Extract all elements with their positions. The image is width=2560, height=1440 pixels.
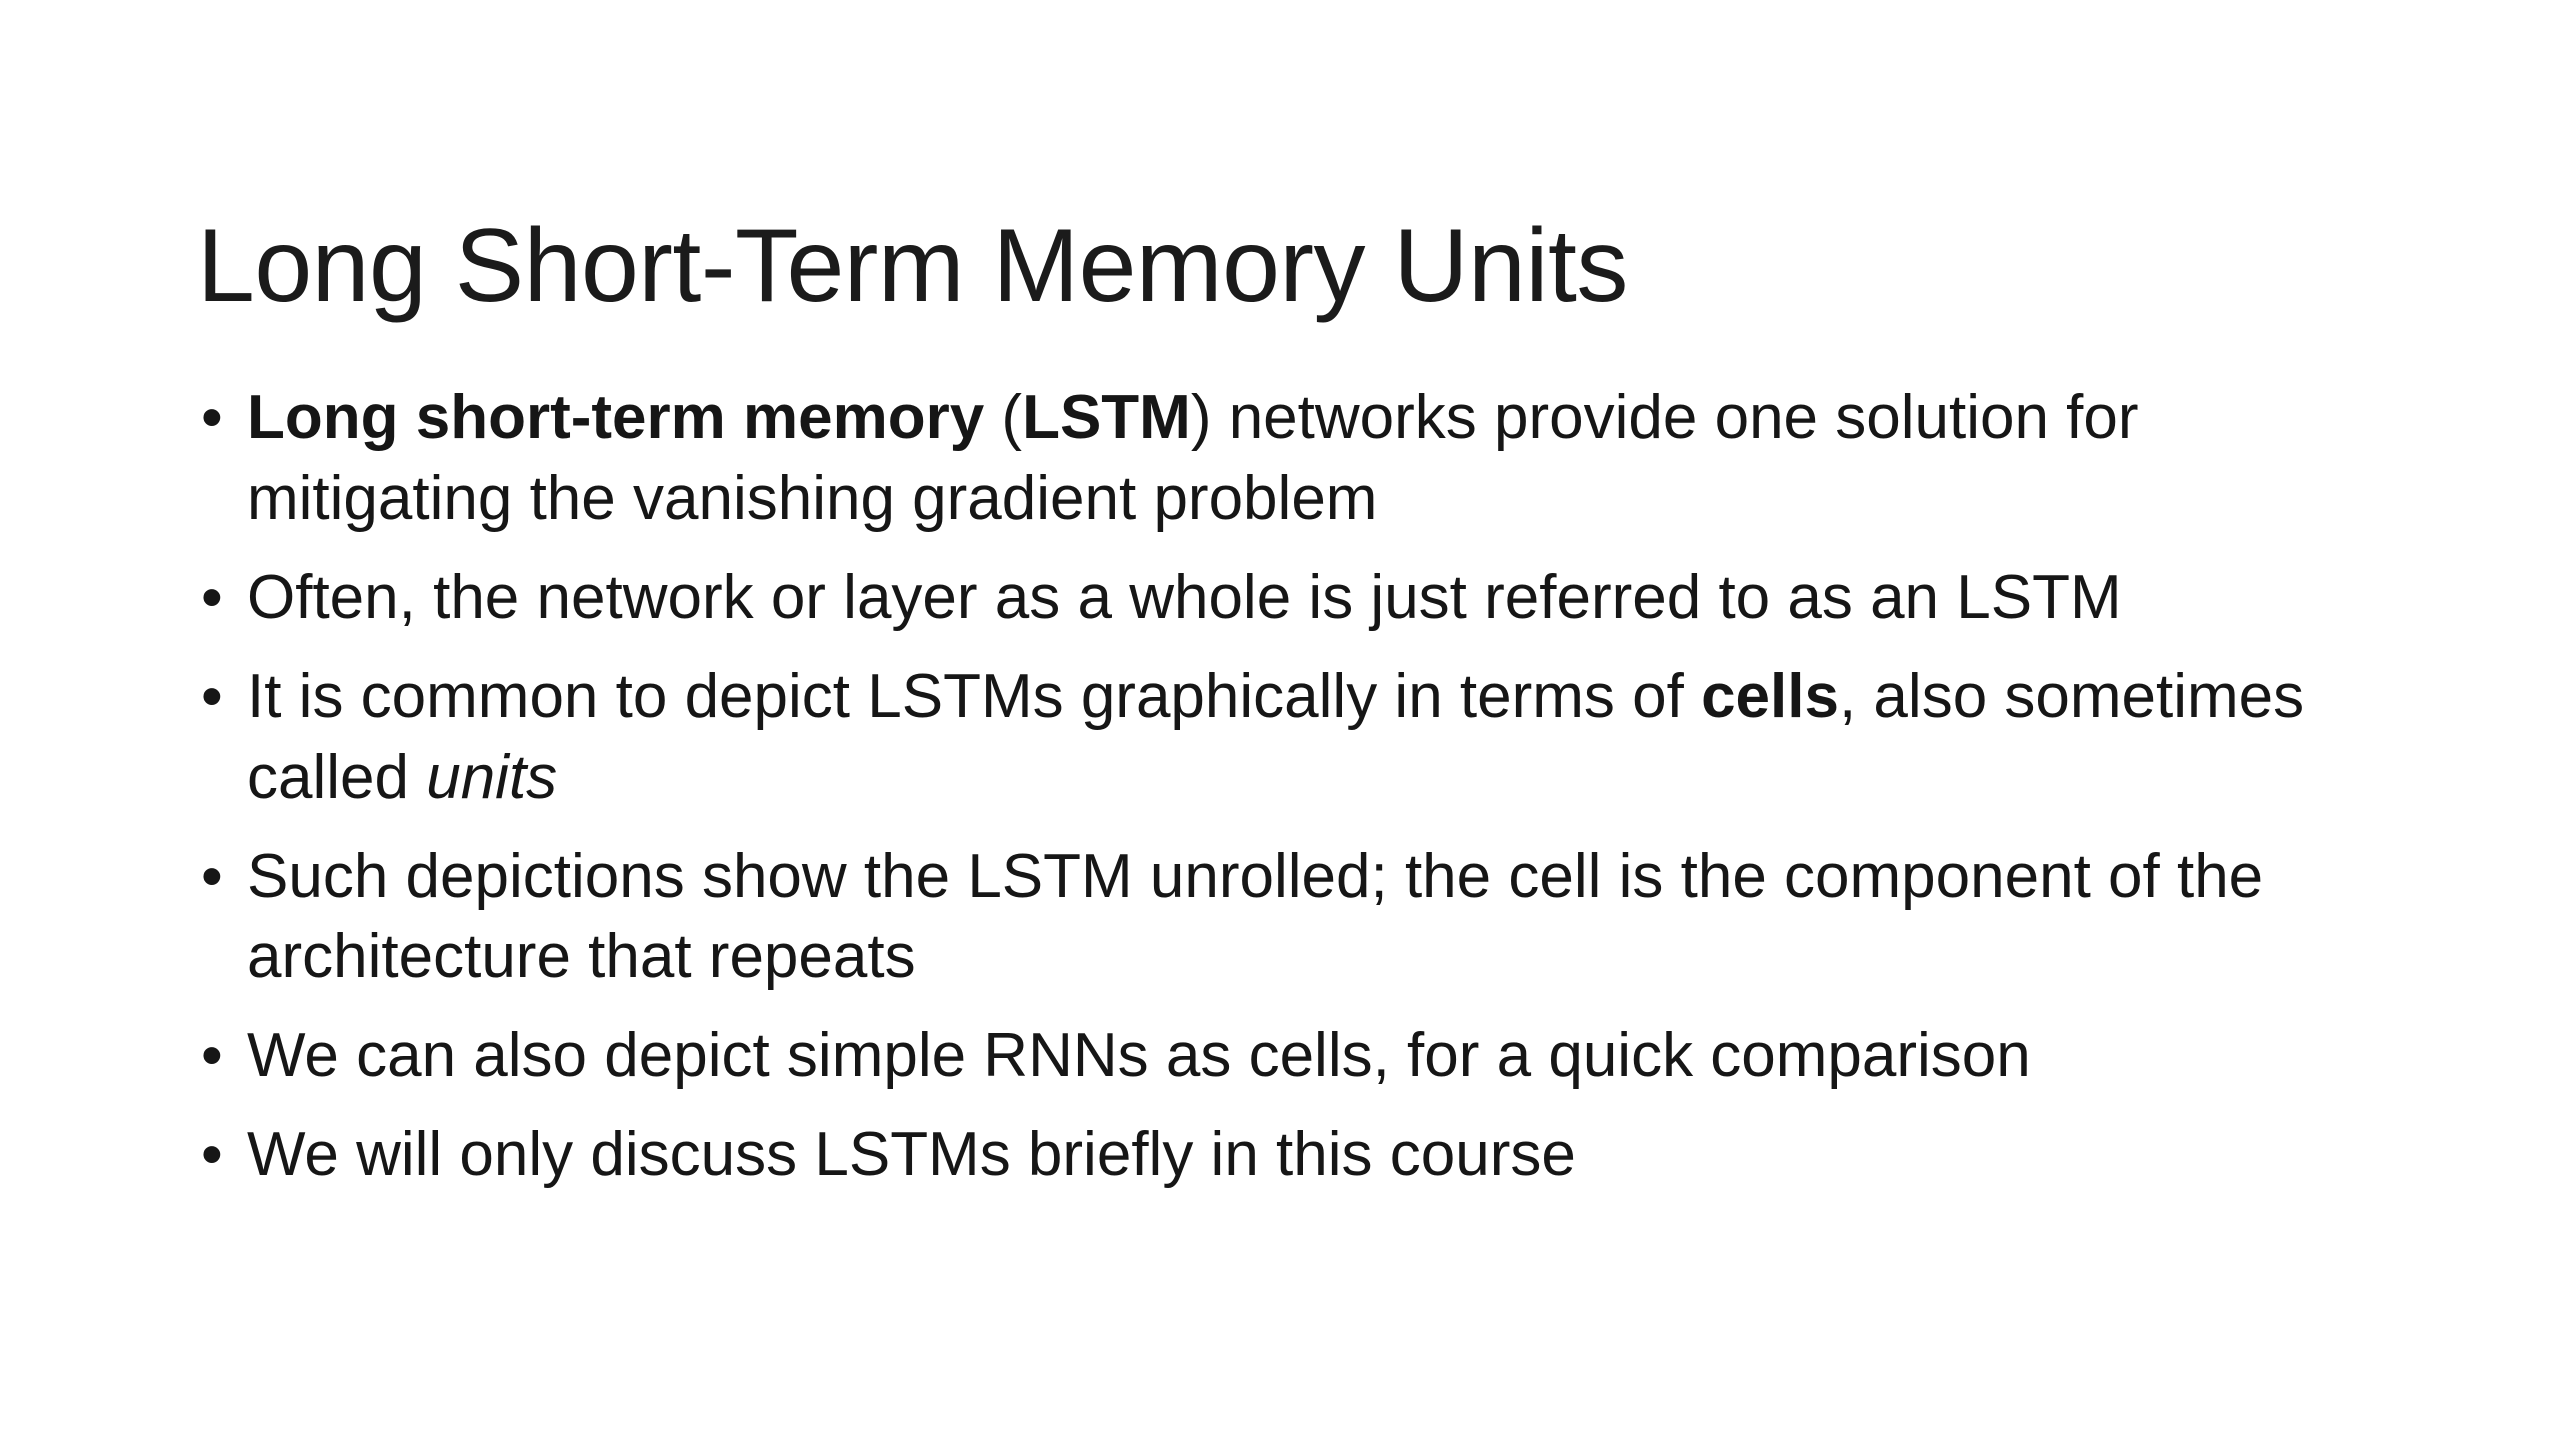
list-item: • Long short-term memory (LSTM) networks … <box>197 378 2412 540</box>
bullet-point-icon: • <box>201 383 223 452</box>
text-run: units <box>426 742 558 812</box>
text-run: LSTM <box>1022 383 1191 452</box>
bullet-point-icon: • <box>201 562 223 632</box>
bullet-list: • Long short-term memory (LSTM) networks … <box>197 378 2412 1196</box>
text-run: cells <box>1701 661 1839 731</box>
text-run: Long short-term memory <box>247 383 985 452</box>
list-item: • We can also depict simple RNNs as cells… <box>197 1016 2412 1097</box>
bullet-referred-as-lstm: Often, the network or layer as a whole i… <box>247 558 2412 639</box>
text-run: We can also depict simple RNNs as cells,… <box>247 1021 2031 1091</box>
bullet-simple-rnn-cells: We can also depict simple RNNs as cells,… <box>247 1016 2412 1097</box>
bullet-lstm-definition: Long short-term memory (LSTM) networks p… <box>247 378 2412 540</box>
text-run: It is common to depict LSTMs graphically… <box>247 661 1702 731</box>
text-run: ( <box>984 383 1023 452</box>
text-run: Such depictions show the LSTM unrolled; … <box>247 841 2264 992</box>
text-run: ) networks provide one solution for miti… <box>247 383 2139 533</box>
page-title: Long Short-Term Memory Units <box>197 207 1628 324</box>
bullet-point-icon: • <box>201 661 223 731</box>
text-run: , also sometimes called <box>247 661 2305 812</box>
bullet-unrolled-depictions: Such depictions show the LSTM unrolled; … <box>247 837 2412 999</box>
list-item: • It is common to depict LSTMs graphicall… <box>197 657 2412 819</box>
list-item: • We will only discuss LSTMs briefly in t… <box>197 1115 2412 1196</box>
text-run: Often, the network or layer as a whole i… <box>247 562 2122 632</box>
bullet-point-icon: • <box>201 841 223 911</box>
list-item: • Often, the network or layer as a whole … <box>197 558 2412 639</box>
bullet-point-icon: • <box>201 1120 223 1190</box>
list-item: • Such depictions show the LSTM unrolled;… <box>197 837 2412 999</box>
bullet-cells-units: It is common to depict LSTMs graphically… <box>247 657 2412 819</box>
bullet-point-icon: • <box>201 1021 223 1091</box>
text-run: We will only discuss LSTMs briefly in th… <box>247 1120 1576 1190</box>
bullet-brief-discussion: We will only discuss LSTMs briefly in th… <box>247 1115 2412 1196</box>
